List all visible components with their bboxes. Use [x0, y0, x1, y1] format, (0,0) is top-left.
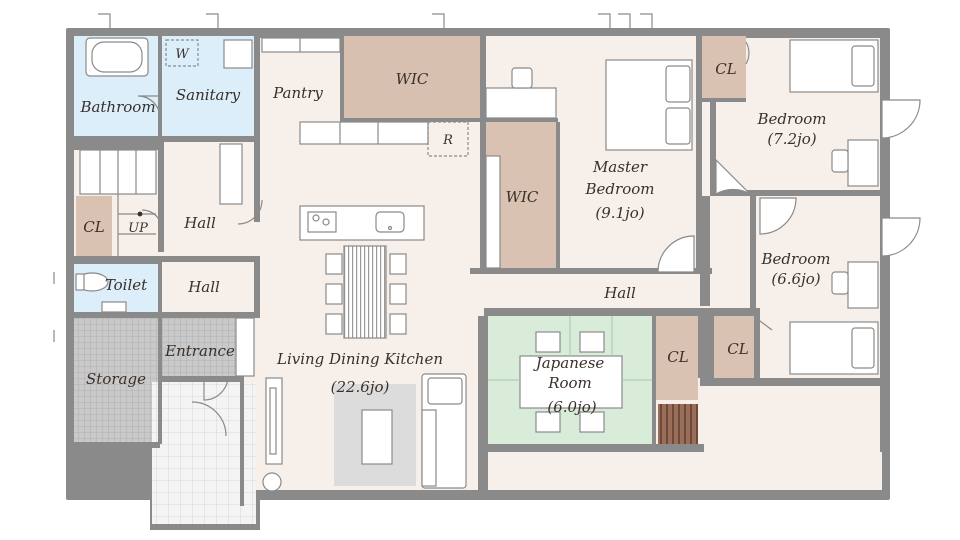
label-bedroom1: Bedroom — [757, 110, 827, 128]
room-labels: W Bathroom Sanitary Pantry WIC R Master … — [79, 47, 830, 416]
wic-top-floor — [344, 36, 484, 120]
bedroom2-bed — [789, 321, 879, 375]
label-washer: W — [175, 47, 190, 62]
pantry-shelf — [261, 37, 341, 53]
plant — [262, 472, 282, 492]
label-entrance: Entrance — [164, 342, 235, 360]
label-toilet: Toilet — [105, 276, 148, 294]
kitchen-island — [299, 205, 425, 241]
label-cl-japanese: CL — [667, 348, 688, 366]
label-sanitary: Sanitary — [176, 86, 241, 104]
bathtub — [85, 37, 149, 77]
japanese-table — [519, 331, 623, 433]
porch — [152, 382, 256, 524]
bedroom2-desk — [847, 261, 879, 309]
label-bedroom2: Bedroom — [761, 250, 831, 268]
shoe-cabinet — [219, 143, 243, 205]
cl-japanese-floor — [656, 316, 698, 400]
label-bedroom1-size: (7.2jo) — [767, 130, 816, 148]
label-japanese-2: Room — [547, 374, 592, 392]
label-master-bedroom-2: Bedroom — [585, 180, 655, 198]
stairs — [79, 149, 157, 256]
doors — [53, 13, 921, 437]
wic-master-shelf — [485, 155, 501, 269]
bedroom1-desk — [847, 139, 879, 187]
label-hall-mid: Hall — [187, 278, 220, 296]
storage-floor — [74, 318, 158, 442]
label-hall-right: Hall — [603, 284, 636, 302]
label-hall-left: Hall — [183, 214, 216, 232]
kitchen-counter — [299, 121, 469, 157]
sanitary-counter — [223, 39, 253, 69]
label-ldk: Living Dining Kitchen — [276, 350, 443, 368]
washer-box — [165, 39, 199, 67]
cl-stairs-floor — [76, 196, 112, 256]
toilet-fixture — [75, 272, 127, 313]
fridge-box — [427, 121, 469, 157]
cl-bedroom2-floor — [714, 316, 754, 378]
label-japanese-size: (6.0jo) — [547, 398, 596, 416]
interior-walls — [74, 36, 890, 506]
label-storage: Storage — [86, 370, 146, 388]
entrance-cabinet — [235, 317, 255, 377]
master-bed — [605, 59, 693, 151]
label-cl-stairs: CL — [83, 218, 104, 236]
label-cl-top: CL — [715, 60, 736, 78]
label-bedroom2-size: (6.6jo) — [771, 270, 820, 288]
desk-chair — [511, 67, 533, 89]
label-ldk-size: (22.6jo) — [331, 378, 390, 396]
cl-top-floor — [702, 36, 746, 98]
label-pantry: Pantry — [272, 84, 323, 102]
dining-table — [325, 245, 407, 339]
label-cl-bedroom2: CL — [727, 340, 748, 358]
label-japanese-1: Japanese — [533, 354, 605, 372]
shoe-rack — [658, 404, 698, 444]
coffee-table — [361, 409, 393, 465]
tatami-lines — [488, 316, 652, 381]
label-wic-top: WIC — [396, 70, 429, 88]
label-wic-master: WIC — [506, 188, 539, 206]
label-up: UP — [128, 221, 148, 236]
label-master-bedroom-size: (9.1jo) — [595, 204, 644, 222]
bedroom1-bed — [789, 39, 879, 93]
entrance-floor — [160, 318, 240, 376]
label-bathroom: Bathroom — [79, 98, 155, 116]
bedroom1-chair — [831, 149, 849, 173]
tv — [269, 387, 277, 455]
label-fridge: R — [442, 133, 453, 148]
label-master-bedroom-1: Master — [592, 158, 648, 176]
sofa — [421, 373, 467, 489]
bedroom2-chair — [831, 271, 849, 295]
stairs-up-marker — [137, 211, 143, 217]
desk — [485, 87, 557, 119]
